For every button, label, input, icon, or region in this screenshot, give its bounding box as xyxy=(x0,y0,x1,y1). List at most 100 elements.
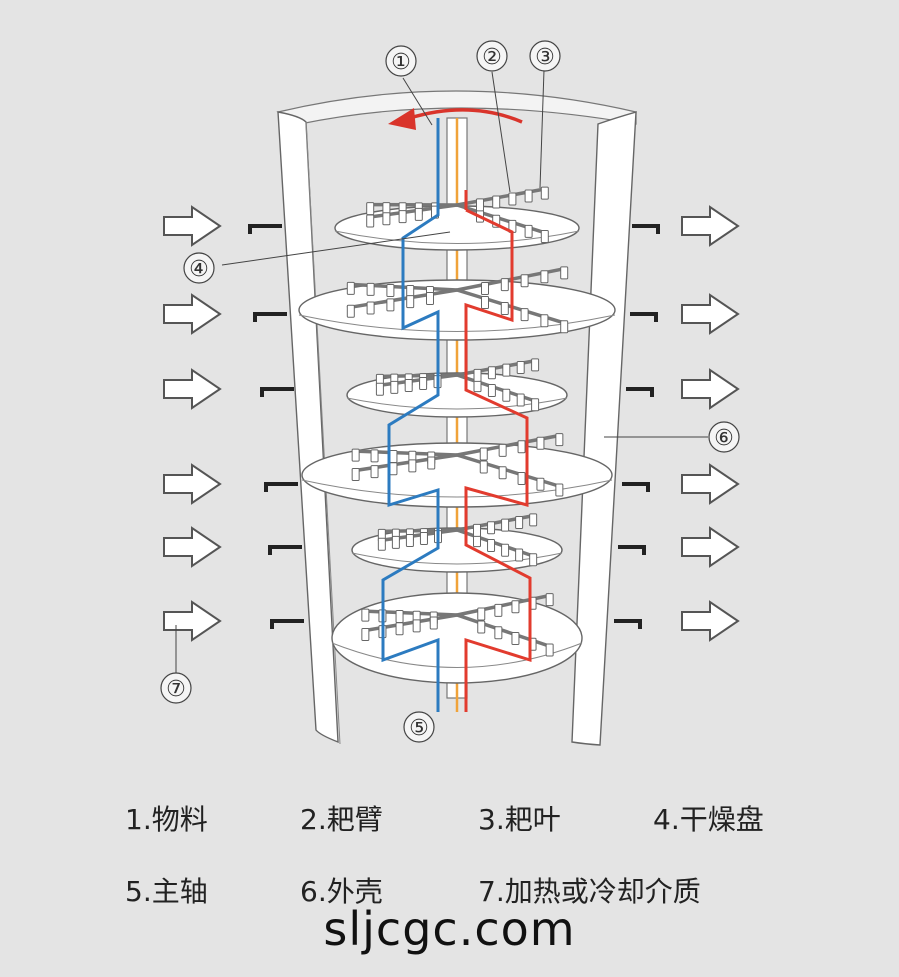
rake-blade xyxy=(346,281,355,295)
rake-blade xyxy=(529,553,538,567)
rake-blade xyxy=(500,302,509,316)
rake-blade xyxy=(501,518,510,532)
arrow-right-outline-icon xyxy=(163,463,222,505)
nozzle-icon xyxy=(630,312,658,322)
rake-blade xyxy=(511,600,520,614)
rake-blade xyxy=(516,360,525,374)
rotation-arrow-icon xyxy=(388,108,523,130)
arrow-right-outline-icon xyxy=(163,368,222,410)
rake-blade xyxy=(555,483,564,497)
callout-4: ④ xyxy=(189,257,209,282)
rake-blade xyxy=(502,363,511,377)
rake-blade xyxy=(508,192,517,206)
rake-blade xyxy=(408,459,417,473)
nozzle-icon xyxy=(622,482,650,492)
rake-blade xyxy=(520,274,529,288)
callout-6: ⑥ xyxy=(714,426,734,451)
rake-blade xyxy=(386,298,395,312)
cold-pipe xyxy=(381,118,440,712)
rake-blade xyxy=(366,282,375,296)
nozzle-icon xyxy=(248,224,282,234)
rake-blade xyxy=(529,513,538,527)
dryer-diagram: ① ② ③ ④ ⑤ ⑥ ⑦ xyxy=(160,40,740,746)
rake-blade xyxy=(346,304,355,318)
rake-blade xyxy=(395,610,404,624)
nozzle-icon xyxy=(253,312,287,322)
rake-blade xyxy=(351,448,360,462)
rake-blade xyxy=(366,214,375,228)
rake-blade xyxy=(501,543,510,557)
rake-blade xyxy=(366,301,375,315)
rake-blade xyxy=(516,393,525,407)
rake-blade xyxy=(426,291,434,305)
rake-arm xyxy=(366,203,458,220)
rake-blade xyxy=(382,212,391,226)
rake-blade xyxy=(391,535,400,549)
rake-blade xyxy=(427,456,436,470)
shell-right-panel xyxy=(571,111,637,746)
rake-arm xyxy=(456,186,548,207)
legend-item-shell: 6.外壳 xyxy=(300,875,383,908)
nozzle-icon xyxy=(632,224,660,234)
rake-blade xyxy=(517,472,526,486)
rake-blade xyxy=(531,398,540,412)
callout-1: ① xyxy=(391,50,411,75)
rake-blade xyxy=(555,433,564,447)
rake-blade xyxy=(361,628,370,642)
nozzle-icon xyxy=(268,545,302,555)
rake-blade xyxy=(404,378,413,392)
pipes xyxy=(381,118,532,712)
callout-7: ⑦ xyxy=(166,677,186,702)
medium-flow-arrows xyxy=(163,205,740,642)
rake-blade xyxy=(487,366,496,380)
leader-lines xyxy=(175,69,708,675)
rake-blade xyxy=(377,537,386,551)
rake-blade xyxy=(517,440,526,454)
legend: 1.物料 2.耙臂 3.耙叶 4.干燥盘 5.主轴 6.外壳 7.加热或冷却介质 xyxy=(0,780,899,908)
rake-blade xyxy=(524,189,533,203)
rake-blade xyxy=(498,443,507,457)
rake-blade xyxy=(406,295,415,309)
rake-blade xyxy=(386,283,395,297)
rake-blade xyxy=(494,626,503,640)
arrow-right-outline-icon xyxy=(163,600,222,642)
rake-blade xyxy=(545,593,554,607)
callout-3: ③ xyxy=(535,45,555,70)
rake-blade xyxy=(370,449,379,463)
rake-blade xyxy=(481,295,489,309)
arrow-right-outline-icon xyxy=(681,293,740,335)
rake-blade xyxy=(536,477,545,491)
legend-item-material: 1.物料 xyxy=(125,803,208,836)
rake-blade xyxy=(389,450,398,464)
arrow-right-outline-icon xyxy=(163,205,222,247)
rake-blade xyxy=(361,608,370,622)
rake-blade xyxy=(414,207,423,221)
arrow-right-outline-icon xyxy=(681,368,740,410)
arrow-right-outline-icon xyxy=(681,526,740,568)
nozzle-icon xyxy=(614,619,642,629)
rake-blade xyxy=(429,616,438,630)
rake-blade xyxy=(481,282,489,296)
rake-blade xyxy=(412,619,421,633)
rake-blade xyxy=(545,643,554,657)
rake-blade xyxy=(477,620,486,634)
rake-blade xyxy=(540,270,549,284)
rake-blade xyxy=(375,382,384,396)
rake-blade xyxy=(479,447,488,461)
arrow-right-outline-icon xyxy=(681,600,740,642)
rake-blade xyxy=(389,462,398,476)
rake-blade xyxy=(351,468,360,482)
rake-blade xyxy=(419,377,428,391)
rake-blade xyxy=(531,358,540,372)
rake-arms xyxy=(346,186,569,657)
rake-blade xyxy=(536,436,545,450)
rake-blade xyxy=(540,314,549,328)
nozzle-icon xyxy=(618,545,646,555)
rake-blade xyxy=(473,368,482,382)
nozzle-icon xyxy=(264,482,298,492)
rake-blade xyxy=(479,460,488,474)
callout-2: ② xyxy=(482,45,502,70)
arrow-right-outline-icon xyxy=(681,205,740,247)
rake-blade xyxy=(366,202,375,216)
rake-blade xyxy=(476,198,484,212)
